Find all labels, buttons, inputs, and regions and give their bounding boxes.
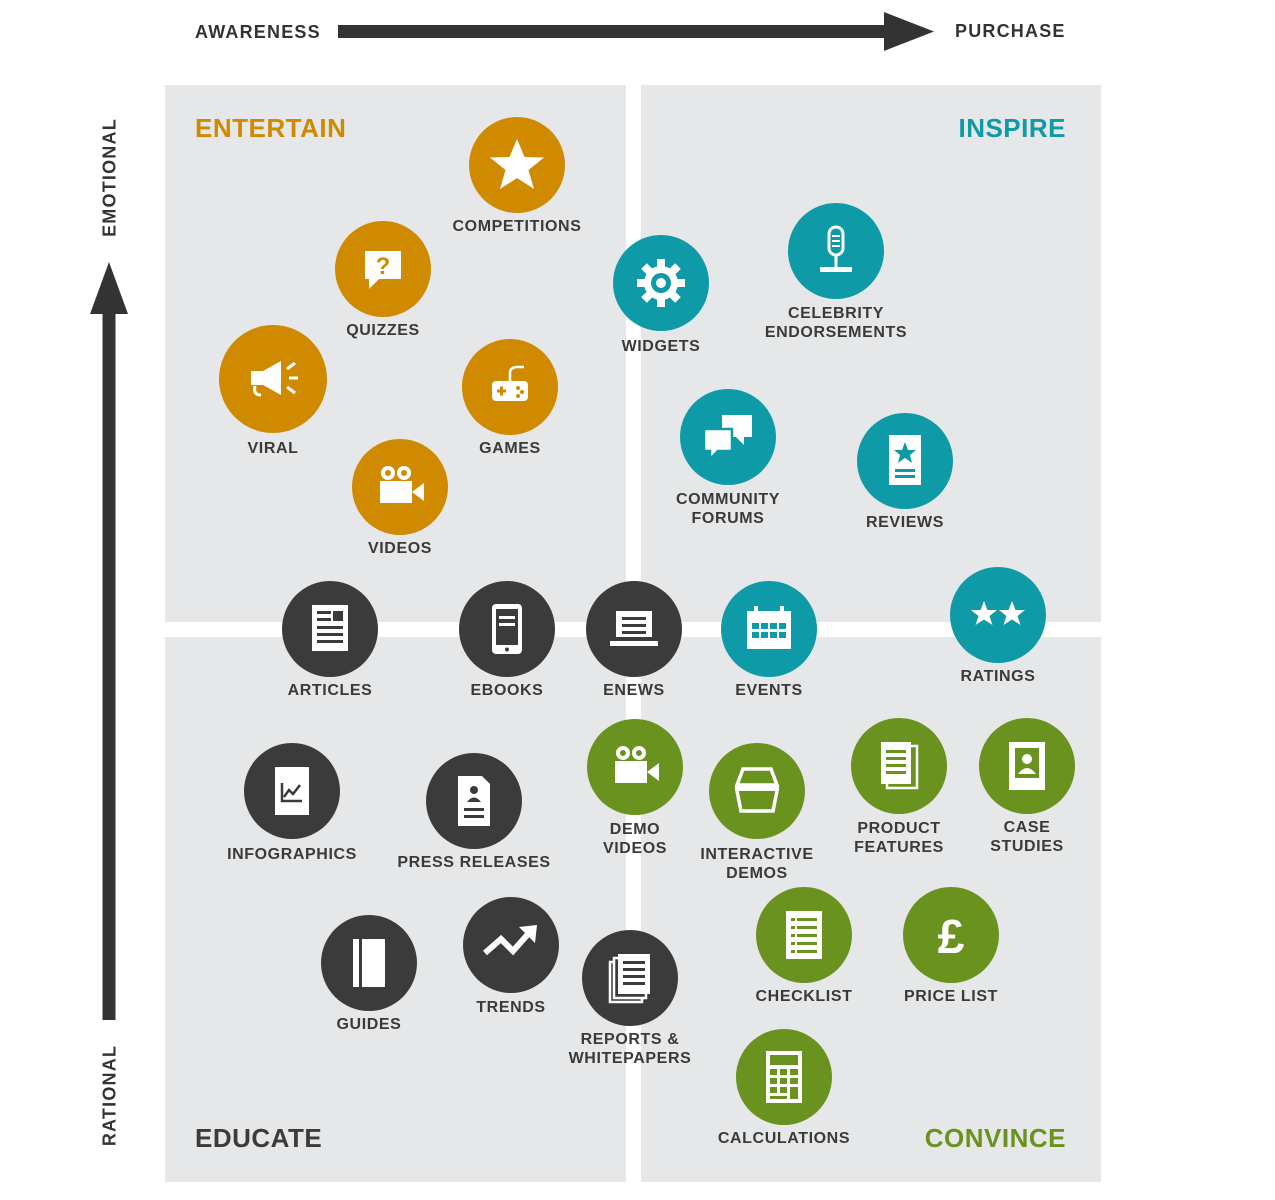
item-label: EBOOKS — [470, 682, 544, 699]
svg-text:£: £ — [938, 911, 965, 964]
chart-document-icon — [244, 743, 340, 839]
pound-icon: £ — [903, 887, 999, 983]
trend-arrow-icon — [463, 897, 559, 993]
item-label: REPORTS & WHITEPAPERS — [568, 1031, 692, 1067]
quadrant-title-convince: CONVINCE — [924, 1123, 1066, 1153]
video-camera-icon — [587, 719, 683, 815]
item-label: CELEBRITY ENDORSEMENTS — [764, 305, 908, 341]
item-label: ENEWS — [603, 682, 665, 699]
axis-label-purchase: PURCHASE — [955, 21, 1066, 41]
item-label: INFOGRAPHICS — [227, 846, 357, 863]
question-bubble-icon: ? — [335, 221, 431, 317]
item-label: GAMES — [479, 440, 541, 457]
press-release-icon — [426, 753, 522, 849]
calendar-icon — [721, 581, 817, 677]
svg-text:?: ? — [376, 253, 391, 280]
quadrant-title-inspire: INSPIRE — [958, 113, 1066, 143]
megaphone-icon — [219, 325, 327, 433]
axis-label-rational: RATIONAL — [99, 1044, 120, 1147]
two-stars-icon — [950, 567, 1046, 663]
review-document-icon — [857, 413, 953, 509]
horizontal-arrow — [338, 12, 934, 51]
video-camera-icon — [352, 439, 448, 535]
item-label: GUIDES — [336, 1016, 402, 1033]
item-label: CASE STUDIES — [990, 819, 1064, 855]
item-label: PRODUCT FEATURES — [854, 820, 944, 856]
item-label: DEMO VIDEOS — [602, 821, 668, 857]
item-label: QUIZZES — [346, 322, 420, 339]
profile-card-icon — [979, 718, 1075, 814]
item-label: ARTICLES — [287, 682, 373, 699]
tablet-icon — [459, 581, 555, 677]
item-label: RATINGS — [960, 668, 1036, 685]
item-label: COMMUNITY FORUMS — [675, 491, 781, 527]
item-label: CALCULATIONS — [717, 1130, 851, 1147]
vertical-arrow — [90, 262, 128, 1020]
documents-icon — [851, 718, 947, 814]
item-label: VIDEOS — [367, 540, 433, 557]
item-label: TRENDS — [476, 999, 546, 1016]
article-icon — [282, 581, 378, 677]
box-icon — [709, 743, 805, 839]
item-label: INTERACTIVE DEMOS — [700, 846, 814, 882]
book-icon — [321, 915, 417, 1011]
item-label: REVIEWS — [866, 514, 944, 531]
item-label: EVENTS — [735, 682, 803, 699]
laptop-icon — [586, 581, 682, 677]
item-label: CHECKLIST — [755, 988, 853, 1005]
gamepad-icon — [462, 339, 558, 435]
item-label: PRICE LIST — [903, 988, 998, 1005]
checklist-icon — [756, 887, 852, 983]
item-label: VIRAL — [247, 440, 299, 457]
chat-bubbles-icon — [680, 389, 776, 485]
axis-label-awareness: AWARENESS — [195, 22, 321, 42]
quadrant-inspire-bg — [641, 85, 1101, 622]
gear-icon — [613, 235, 709, 331]
item-label: PRESS RELEASES — [397, 854, 551, 871]
quadrant-title-educate: EDUCATE — [195, 1123, 323, 1153]
axis-label-emotional: EMOTIONAL — [99, 118, 120, 237]
star-icon — [469, 117, 565, 213]
stacked-papers-icon — [582, 930, 678, 1026]
calculator-icon — [736, 1029, 832, 1125]
microphone-icon — [788, 203, 884, 299]
quadrant-educate-bg — [165, 637, 626, 1182]
quadrant-title-entertain: ENTERTAIN — [195, 113, 347, 143]
item-label: COMPETITIONS — [452, 218, 582, 235]
item-label: WIDGETS — [621, 338, 701, 355]
